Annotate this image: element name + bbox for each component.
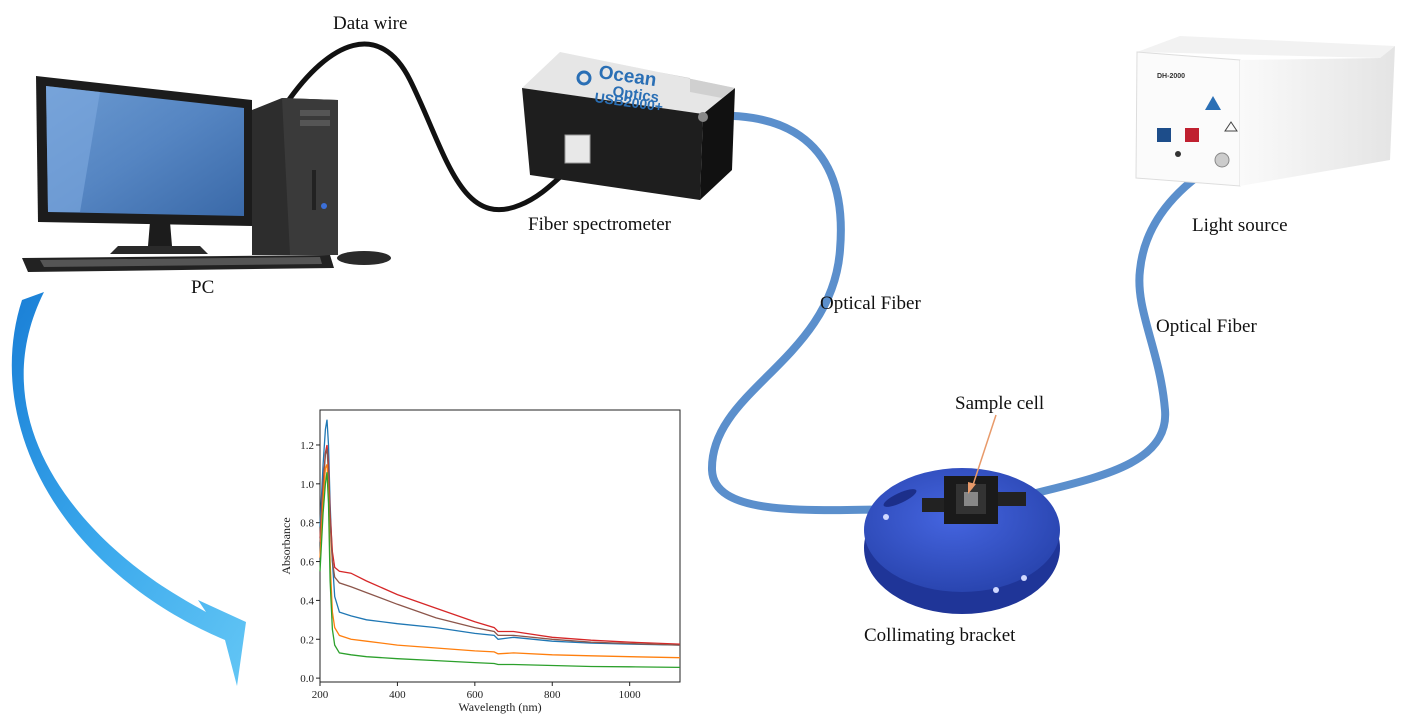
x-tick-label: 800	[544, 689, 561, 701]
optical-fiber-2	[1006, 156, 1226, 504]
light-source-device: DH-2000	[1135, 36, 1395, 187]
power-button-icon	[1157, 128, 1171, 142]
x-tick-label: 400	[389, 689, 406, 701]
light-source-model: DH-2000	[1157, 73, 1185, 80]
plot-frame	[319, 409, 681, 683]
optical-fiber-1	[696, 111, 944, 515]
logo-triangle-icon	[1205, 96, 1221, 110]
sample-cell-pointer	[971, 414, 997, 489]
label-data-wire: Data wire	[333, 13, 408, 34]
label-fiber-spectrometer: Fiber spectrometer	[528, 214, 671, 235]
chart-ticks: 200 400 600 800 1000 0.0 0.2 0.4 0.6 0.8 1.0 1.2	[300, 440, 641, 701]
label-optical-fiber-1: Optical Fiber	[820, 293, 921, 314]
y-tick-label: 0.0	[300, 673, 314, 685]
spectrum-line-5	[319, 472, 681, 669]
pc-illustration	[22, 76, 391, 272]
flow-arrow-icon	[11, 292, 247, 686]
spectrum-line-1	[319, 419, 681, 646]
label-sample-cell: Sample cell	[955, 393, 1045, 414]
x-tick-label: 600	[467, 689, 484, 701]
chart-lines	[319, 419, 681, 669]
y-tick-label: 0.4	[300, 595, 314, 607]
sample-cell-pointer-head-icon	[968, 482, 976, 494]
collimating-bracket-device	[864, 468, 1060, 614]
data-wire	[283, 41, 583, 213]
x-tick-label: 200	[312, 689, 329, 701]
warning-icon	[1224, 121, 1238, 132]
y-tick-label: 0.8	[300, 518, 314, 530]
y-tick-label: 1.0	[300, 479, 314, 491]
y-tick-label: 1.2	[300, 440, 314, 452]
x-axis-title: Wavelength (nm)	[458, 700, 541, 714]
absorbance-chart: 200 400 600 800 1000 0.0 0.2 0.4 0.6 0.8 1.0 1.2 Wa…	[279, 409, 681, 714]
spectrum-line-3	[319, 448, 681, 646]
label-pc: PC	[191, 277, 215, 298]
spectrometer-device: Ocean Optics USB2000+	[522, 52, 735, 200]
y-axis-title: Absorbance	[279, 517, 293, 574]
label-collimating-bracket: Collimating bracket	[864, 625, 1016, 646]
lamp-button-icon	[1185, 128, 1199, 142]
x-tick-label: 1000	[619, 689, 642, 701]
label-light-source: Light source	[1192, 215, 1288, 236]
spectrometer-brand-line2: Optics	[611, 83, 660, 106]
y-tick-label: 0.6	[300, 557, 314, 569]
y-tick-label: 0.2	[300, 634, 314, 646]
label-optical-fiber-2: Optical Fiber	[1156, 316, 1257, 337]
ocean-optics-logo-icon	[576, 70, 592, 86]
